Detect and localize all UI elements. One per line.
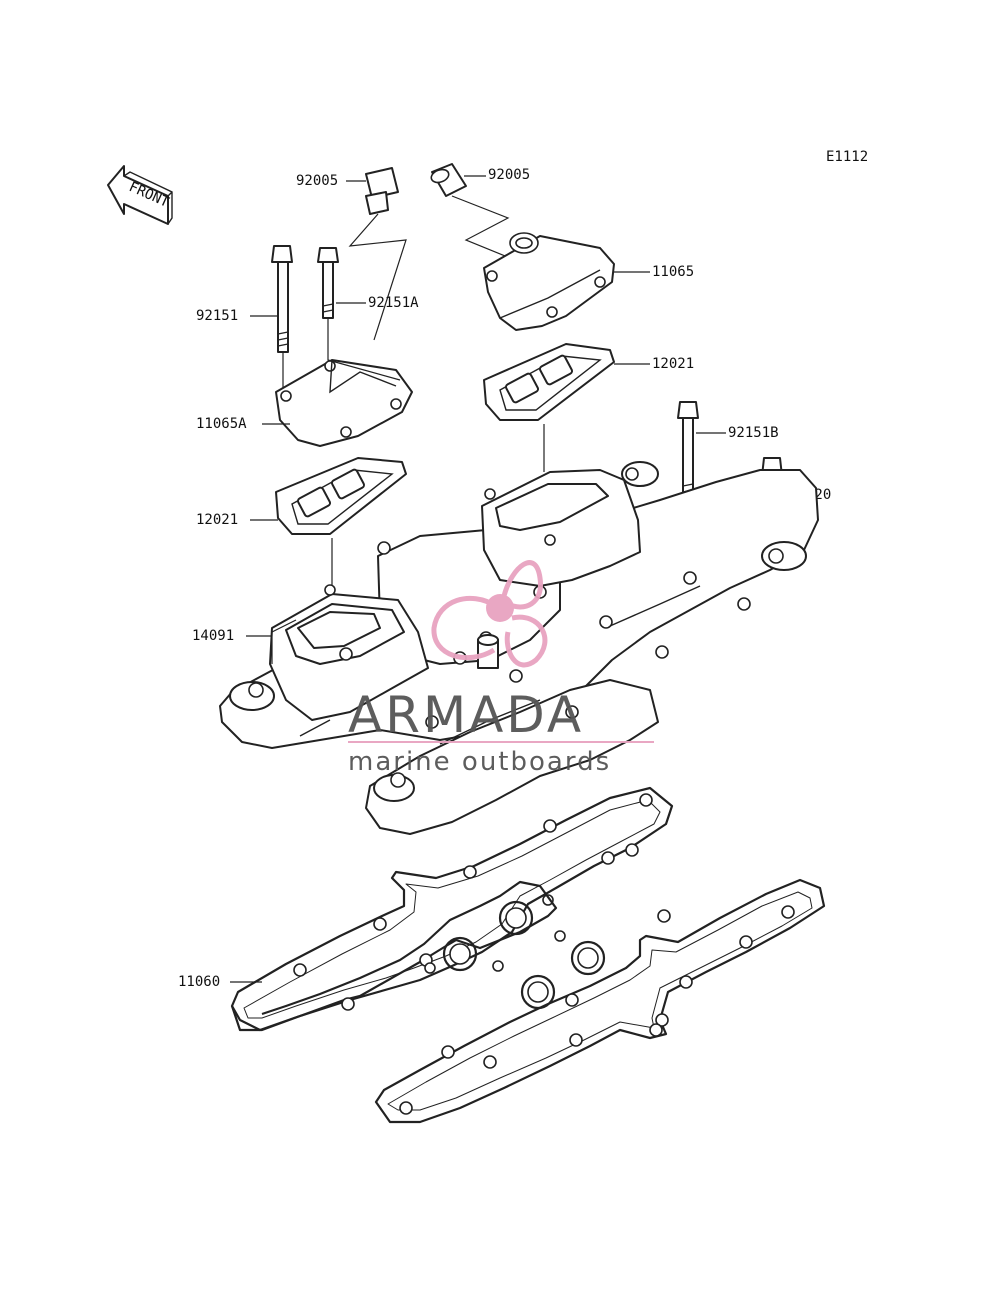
bolt-92151 — [271, 245, 293, 353]
reed-plate-12021-left — [275, 457, 407, 535]
front-arrow-icon: FRONT — [107, 165, 173, 225]
callout-11065A: 11065A — [196, 416, 247, 432]
diagram-id: E1112 — [826, 149, 868, 165]
hose-cap-92005-right — [430, 163, 467, 197]
bolt-92151b — [677, 401, 699, 501]
head-cover-gasket-left-11060 — [230, 786, 674, 1032]
callout-92005-left: 92005 — [296, 173, 338, 189]
breather-cover-11065a — [275, 359, 413, 447]
callout-12021-left: 12021 — [196, 512, 238, 528]
armada-logo-icon — [431, 560, 548, 668]
head-cover-gasket-right-11060 — [374, 878, 826, 1124]
hose-fitting-92005-left — [365, 167, 399, 215]
callout-92151B: 92151B — [728, 425, 779, 441]
callout-12021-right: 12021 — [652, 356, 694, 372]
callout-92005-right: 92005 — [488, 167, 530, 183]
callout-92151A: 92151A — [368, 295, 419, 311]
reed-plate-12021-right — [483, 343, 615, 421]
armada-watermark: ARMADA marine outboards — [348, 560, 654, 777]
callout-14091: 14091 — [192, 628, 234, 644]
breather-cover-11065 — [483, 232, 615, 331]
watermark-brand: ARMADA — [348, 686, 584, 744]
callout-11060: 11060 — [178, 974, 220, 990]
watermark-tagline: marine outboards — [348, 747, 611, 777]
bolt-92151a — [317, 247, 339, 319]
head-cover-gasket-inner-11060 — [231, 880, 558, 1032]
callout-92151: 92151 — [196, 308, 238, 324]
callout-11065: 11065 — [652, 264, 694, 280]
